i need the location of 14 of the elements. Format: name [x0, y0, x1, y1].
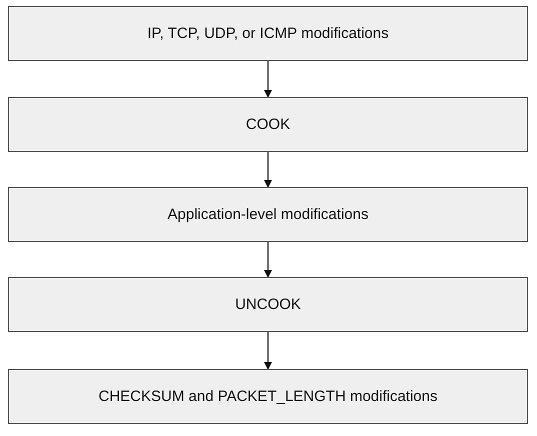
arrow [264, 332, 272, 370]
box-label: IP, TCP, UDP, or ICMP modifications [147, 25, 389, 42]
arrow [264, 152, 272, 188]
box-label: Application-level modifications [168, 206, 368, 223]
arrow [264, 242, 272, 278]
process-box [8, 369, 528, 424]
process-box [8, 187, 528, 242]
process-box [8, 277, 528, 332]
process-box [8, 97, 528, 152]
arrow [264, 61, 272, 98]
box-label: CHECKSUM and PACKET_LENGTH modifications [98, 388, 438, 405]
process-box [8, 6, 528, 61]
box-label: UNCOOK [235, 296, 301, 313]
box-label: COOK [246, 116, 290, 133]
